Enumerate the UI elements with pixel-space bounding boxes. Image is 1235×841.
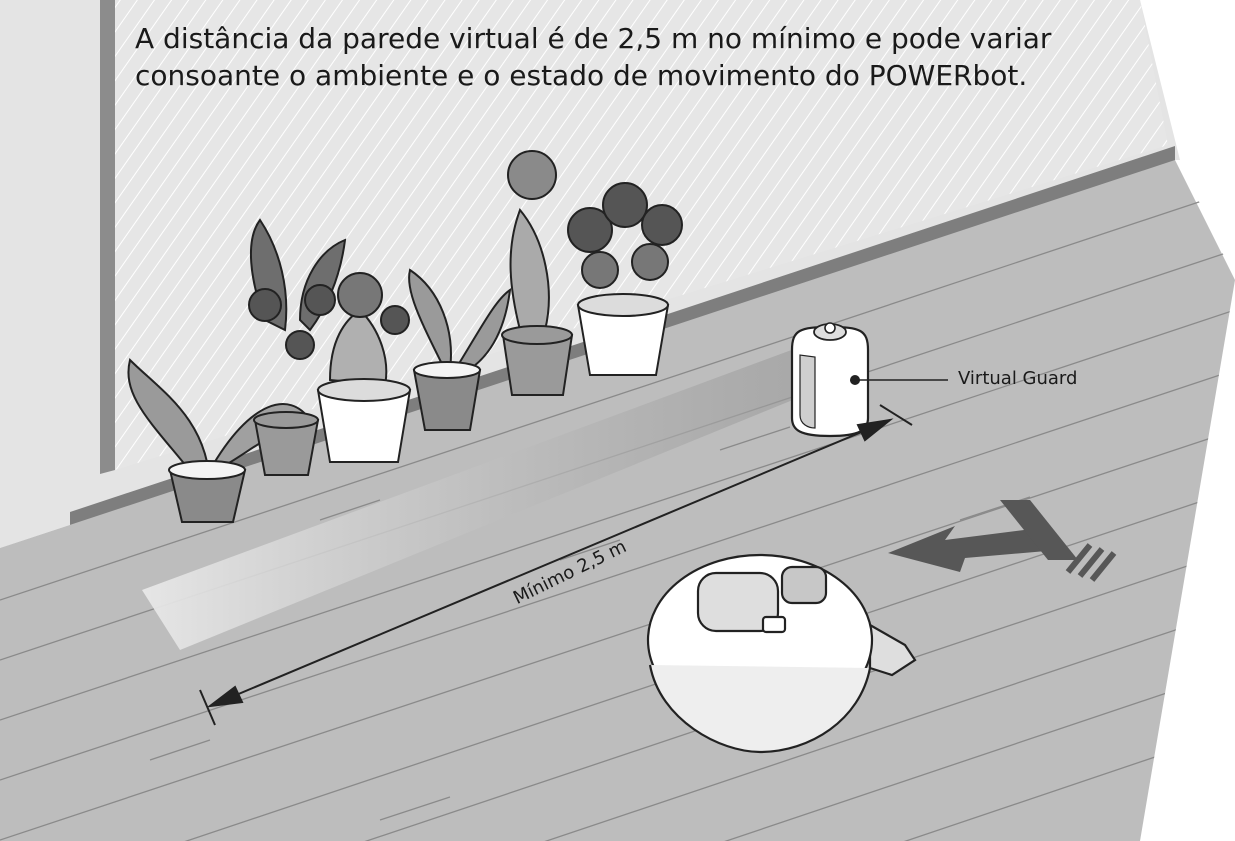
plant-pot (248, 218, 347, 476)
plant-pot (501, 150, 574, 396)
potted-plants (127, 150, 683, 523)
plant-pot (408, 268, 512, 431)
plant-pot (316, 272, 412, 463)
movement-arrow (888, 500, 1117, 582)
instruction-caption: A distância da parede virtual é de 2,5 m… (135, 20, 1135, 94)
virtual-guard-device (790, 322, 870, 438)
virtual-wall-beam (142, 345, 805, 650)
plant-pot (567, 182, 683, 376)
caption-line-2: consoante o ambiente e o estado de movim… (135, 59, 1028, 92)
distance-arrow (199, 404, 913, 726)
floor (0, 160, 1235, 841)
caption-line-1: A distância da parede virtual é de 2,5 m… (135, 22, 1052, 55)
virtual-guard-label: Virtual Guard (958, 368, 1078, 389)
floor-boards (0, 189, 1235, 841)
window-frame-left (100, 0, 115, 474)
robot-cleaner (646, 553, 917, 754)
